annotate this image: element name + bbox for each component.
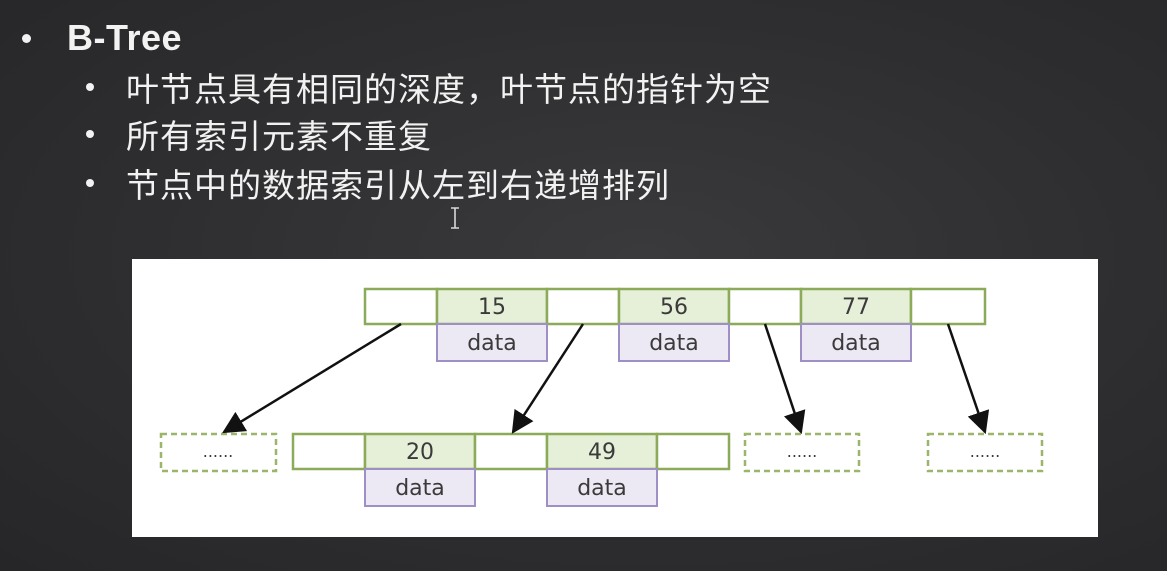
data-cell (436, 323, 548, 362)
bullet-dot (86, 83, 94, 91)
placeholder-box (926, 432, 1044, 473)
pointer-cell (655, 432, 731, 471)
btree-diagram: 15 56 77 data data data 20 49 (132, 259, 1098, 537)
root-node: 15 56 77 data data data (363, 287, 987, 362)
data-label: data (649, 331, 699, 356)
pointer-cell (473, 432, 549, 471)
placeholder-box (159, 432, 278, 473)
data-cell (800, 323, 912, 362)
data-label: data (467, 331, 517, 356)
bullet-dot (22, 33, 31, 43)
key-label: 77 (842, 295, 870, 320)
pointer-arrow (946, 323, 990, 435)
placeholder-node-1: ...... (159, 432, 278, 473)
btree-diagram-svg: 15 56 77 data data data 20 49 (159, 287, 1044, 507)
bullet-item-3: 节点中的数据索引从左到右递增排列 (86, 160, 670, 206)
key-label: 49 (588, 440, 616, 465)
bullet-item-1: 叶节点具有相同的深度，叶节点的指针为空 (86, 64, 772, 110)
pointer-arrow (511, 323, 585, 434)
placeholder-label: ...... (970, 442, 1001, 461)
placeholder-label: ...... (203, 442, 234, 461)
data-label: data (395, 476, 445, 501)
data-cell (364, 468, 476, 507)
pointer-cell (291, 432, 367, 471)
pointer-arrow (763, 323, 806, 435)
bullet-text: 叶节点具有相同的深度，叶节点的指针为空 (126, 70, 772, 109)
data-cell (618, 323, 730, 362)
key-cell (545, 432, 659, 471)
bullet-text: 所有索引元素不重复 (126, 117, 432, 156)
bullet-text: 节点中的数据索引从左到右递增排列 (126, 166, 670, 205)
data-label: data (577, 476, 627, 501)
data-cell (546, 468, 658, 507)
pointer-cell (363, 287, 439, 326)
pointer-cell (545, 287, 621, 326)
bullet-dot (86, 130, 94, 138)
key-label: 20 (406, 440, 434, 465)
data-label: data (831, 331, 881, 356)
bullet-item-2: 所有索引元素不重复 (86, 111, 432, 157)
key-label: 56 (660, 295, 688, 320)
placeholder-node-3: ...... (926, 432, 1044, 473)
bullet-dot (86, 179, 94, 187)
text-cursor-icon (451, 207, 459, 229)
placeholder-node-2: ...... (743, 432, 861, 473)
slide-title: B-Tree (22, 14, 182, 62)
pointer-arrow (222, 322, 402, 434)
title-text: B-Tree (67, 17, 183, 58)
placeholder-label: ...... (787, 442, 818, 461)
key-label: 15 (478, 295, 506, 320)
child-node: 20 49 data data (291, 432, 731, 507)
pointer-cell (727, 287, 803, 326)
placeholder-box (743, 432, 861, 473)
pointer-cell (909, 287, 987, 326)
